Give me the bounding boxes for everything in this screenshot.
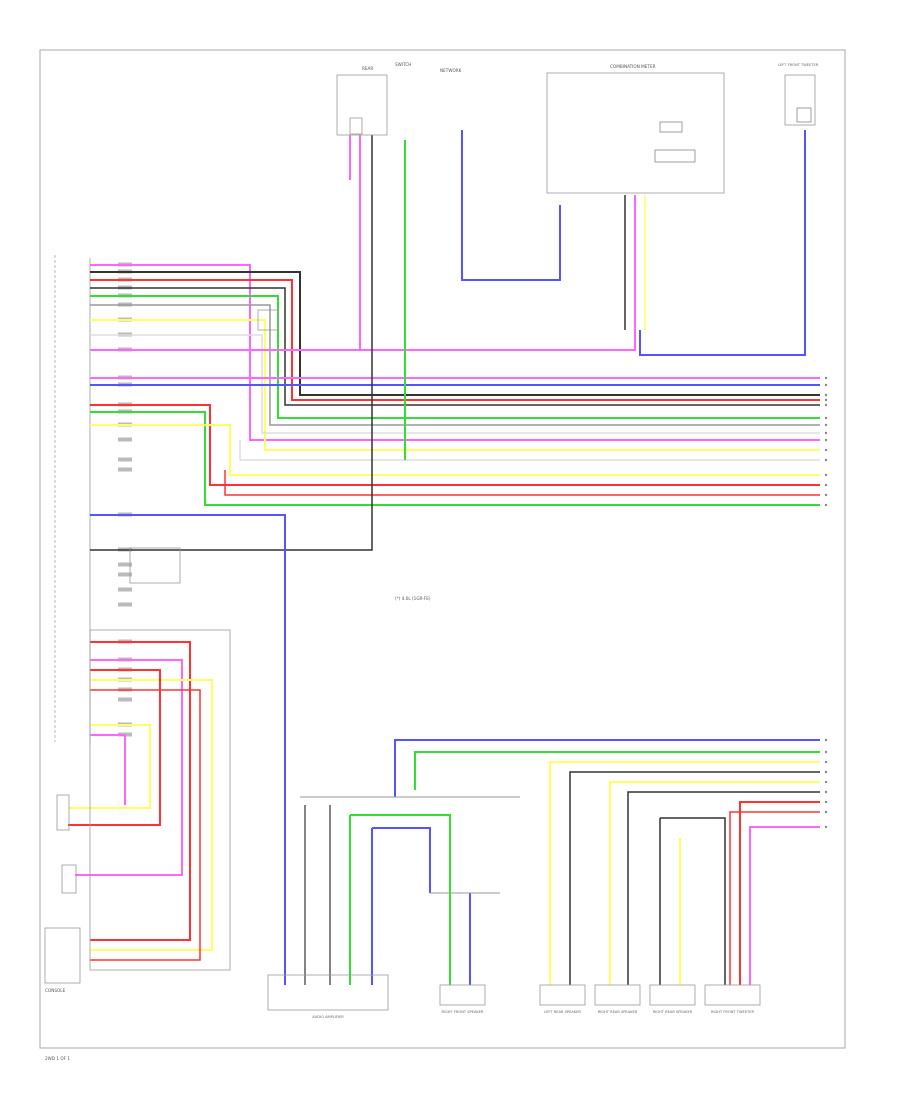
label-sw-2: SWITCH (395, 62, 411, 67)
wire-gray-1 (90, 304, 820, 426)
edge-terminal (824, 393, 828, 397)
pin-stub (118, 467, 132, 472)
edge-terminal (824, 750, 828, 754)
bottom-unit-box-2 (539, 984, 586, 1006)
wire-green-2 (90, 411, 820, 506)
edge-terminal (824, 448, 828, 452)
edge-terminal (824, 416, 828, 420)
edge-terminal (824, 403, 828, 407)
wire-blue-amp (90, 514, 286, 985)
wire-red-3 (224, 470, 820, 496)
bottom-unit-label-3: RIGHT REAR SPEAKER (598, 1010, 638, 1014)
wire-blue-spk (372, 827, 431, 893)
footer-label: 2WD 1 OF 1 (45, 1056, 70, 1061)
wire-yellow-2 (90, 424, 820, 476)
mid-note: (*) 4.0L (1GR-FE) (395, 596, 431, 601)
edge-terminal (824, 473, 828, 477)
edge-terminal (824, 383, 828, 387)
wire-blue-tweeter (639, 130, 806, 356)
wire-yellow-low (90, 679, 213, 951)
label-sw-1: REAR (362, 66, 373, 71)
top-right-tweeter: LEFT FRONT TWEETER (778, 63, 819, 126)
wire-pink-low (75, 659, 183, 876)
pin-stub (118, 587, 132, 592)
wire-green-1 (90, 295, 820, 419)
wire-red-low-3 (68, 669, 161, 826)
combination-meter: COMBINATION METER (546, 64, 725, 194)
pin-stub (118, 562, 132, 567)
bottom-unit-label-1: RIGHT FRONT SPEAKER (441, 1010, 484, 1014)
wire-pink-top-b (360, 195, 636, 351)
left-speaker-group: CONSOLE (44, 794, 81, 993)
edge-terminal (824, 483, 828, 487)
edge-terminal (824, 825, 828, 829)
wire-pink-low-2 (90, 734, 126, 805)
edge-terminal (824, 760, 828, 764)
wire-pink-bus (749, 826, 820, 985)
combination-meter-label: COMBINATION METER (610, 64, 656, 69)
head-unit-pin-labels (118, 262, 132, 737)
wire-red-bus (739, 801, 820, 985)
wire-red-2 (90, 404, 820, 486)
wire-red-low (90, 641, 191, 941)
wire-white-2 (239, 440, 820, 461)
bottom-unit-box-0 (267, 974, 389, 1011)
wire-pink-1 (90, 264, 820, 441)
bottom-components: AUDIO AMPLIFIER RIGHT FRONT SPEAKER LEFT R… (267, 974, 761, 1019)
edge-terminal (824, 790, 828, 794)
wire-blue-bus (394, 739, 820, 797)
head-unit-connector (54, 255, 91, 745)
pin-stub (118, 602, 132, 607)
wire-red-bus-2 (729, 811, 820, 985)
mid-connectors (89, 309, 279, 971)
bottom-unit-label-2: LEFT REAR SPEAKER (544, 1010, 581, 1014)
edge-terminal (824, 398, 828, 402)
wire-black-bus (569, 771, 820, 985)
wire-green-bus (414, 751, 820, 790)
edge-terminal (824, 800, 828, 804)
edge-terminal (824, 493, 828, 497)
edge-terminal (824, 810, 828, 814)
edge-terminal (824, 503, 828, 507)
bottom-unit-box-1 (439, 984, 486, 1006)
edge-terminal (824, 458, 828, 462)
edge-terminal (824, 738, 828, 742)
bottom-unit-label-0: AUDIO AMPLIFIER (312, 1015, 344, 1019)
wire-red-low-2 (90, 689, 201, 961)
wire-yellow-low-2 (68, 724, 151, 809)
wire-green-spk (350, 814, 451, 985)
wire-yellow-bus-2 (609, 781, 820, 985)
wire-yellow-bus (549, 761, 820, 985)
wire-black-1 (90, 271, 820, 396)
wire-layer (68, 130, 828, 985)
edge-terminal (824, 376, 828, 380)
bottom-unit-box-3 (594, 984, 641, 1006)
wire-black-2 (90, 287, 820, 406)
pin-stub (118, 437, 132, 442)
junction-bar (300, 796, 520, 894)
bottom-unit-label-4: RIGHT REAR SPEAKER (653, 1010, 693, 1014)
top-switch-group: REAR SWITCH NETWORK (336, 62, 462, 136)
edge-terminal (824, 438, 828, 442)
wire-black-bus-2 (627, 791, 820, 985)
console-label: CONSOLE (45, 988, 66, 993)
pin-stub (118, 572, 132, 577)
wire-black-r (660, 817, 726, 985)
bottom-unit-box-5 (704, 984, 761, 1006)
edge-terminal (824, 780, 828, 784)
wire-blue-top (461, 130, 561, 281)
wire-black-top (90, 135, 373, 551)
pin-stub (118, 697, 132, 702)
wire-red-1 (90, 279, 820, 401)
diagram-frame (39, 49, 846, 1049)
bottom-unit-box-4 (649, 984, 696, 1006)
edge-terminal (824, 423, 828, 427)
label-sw-3: NETWORK (440, 68, 462, 73)
pin-stub (118, 457, 132, 462)
edge-terminal (824, 770, 828, 774)
bottom-unit-label-5: RIGHT FRONT TWEETER (711, 1010, 755, 1014)
top-right-tweeter-label: LEFT FRONT TWEETER (778, 63, 819, 67)
edge-terminal (824, 431, 828, 435)
